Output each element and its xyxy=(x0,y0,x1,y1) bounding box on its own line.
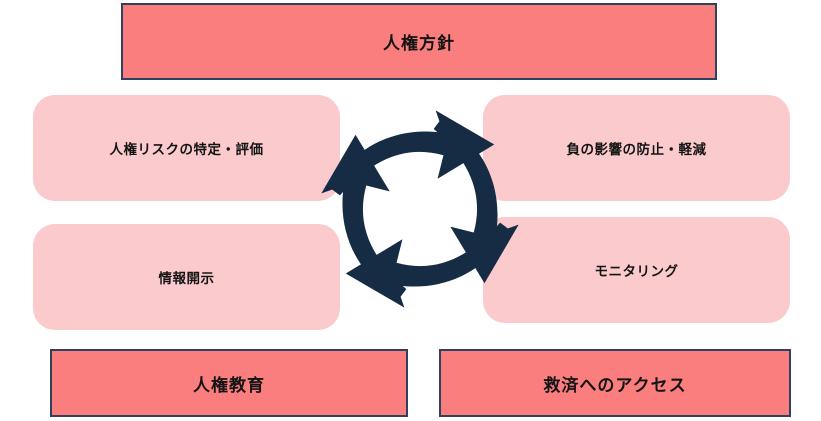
step-prevention-mitigation: 負の影響の防止・軽減 xyxy=(483,95,790,201)
step-information-disclosure: 情報開示 xyxy=(33,224,340,330)
step-monitoring-label: モニタリング xyxy=(594,264,679,279)
cycle-arrow-top xyxy=(332,110,495,196)
remedy-access-banner: 救済へのアクセス xyxy=(439,349,791,417)
step-monitoring: モニタリング xyxy=(483,217,790,323)
remedy-access-banner-label: 救済へのアクセス xyxy=(543,375,687,395)
step-information-disclosure-label: 情報開示 xyxy=(158,271,215,286)
step-risk-identification: 人権リスクの特定・評価 xyxy=(33,95,340,201)
policy-banner: 人権方針 xyxy=(121,3,717,80)
step-risk-identification-label: 人権リスクの特定・評価 xyxy=(109,142,264,157)
education-banner-label: 人権教育 xyxy=(193,375,265,395)
step-prevention-mitigation-label: 負の影響の防止・軽減 xyxy=(566,142,707,157)
policy-banner-label: 人権方針 xyxy=(383,34,455,53)
education-banner: 人権教育 xyxy=(50,349,408,417)
